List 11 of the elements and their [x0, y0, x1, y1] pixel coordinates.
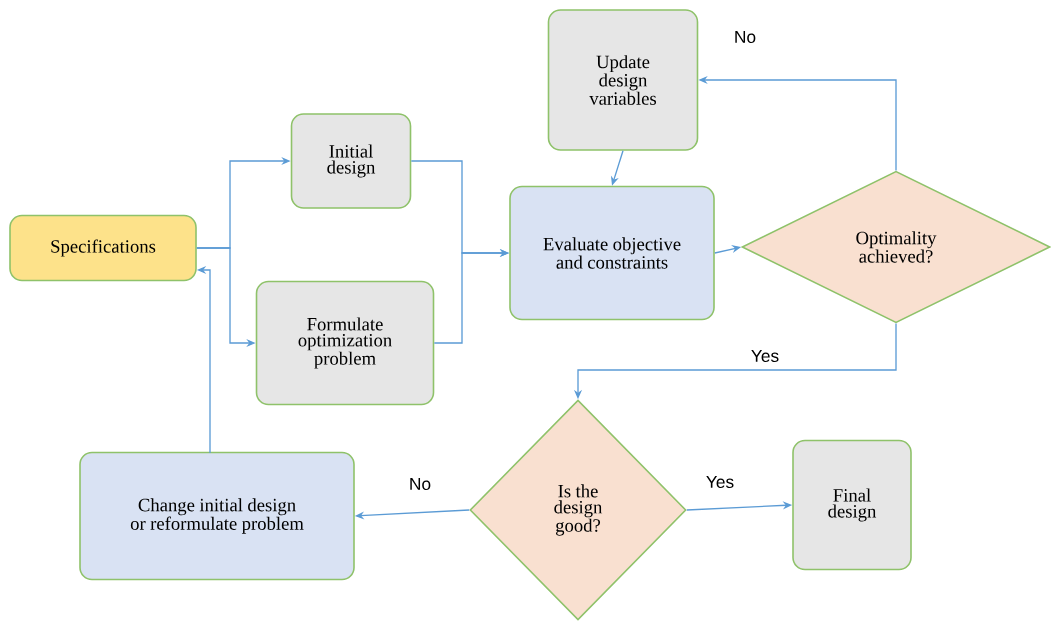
- process-box: Initial design: [290, 113, 412, 209]
- process-box: Final design: [792, 439, 912, 571]
- process-box: Update design variables: [547, 9, 699, 151]
- process-box: Change initial design or reformulate problem: [79, 451, 355, 581]
- process-box: Specifications: [9, 214, 197, 282]
- edge-label: No: [732, 29, 758, 45]
- edge-label: Yes: [749, 348, 781, 364]
- process-box: Formulate optimization problem: [255, 280, 435, 406]
- process-box: Evaluate objective and constraints: [509, 185, 715, 321]
- edge-label: No: [407, 476, 433, 492]
- edge-label: Yes: [704, 474, 736, 490]
